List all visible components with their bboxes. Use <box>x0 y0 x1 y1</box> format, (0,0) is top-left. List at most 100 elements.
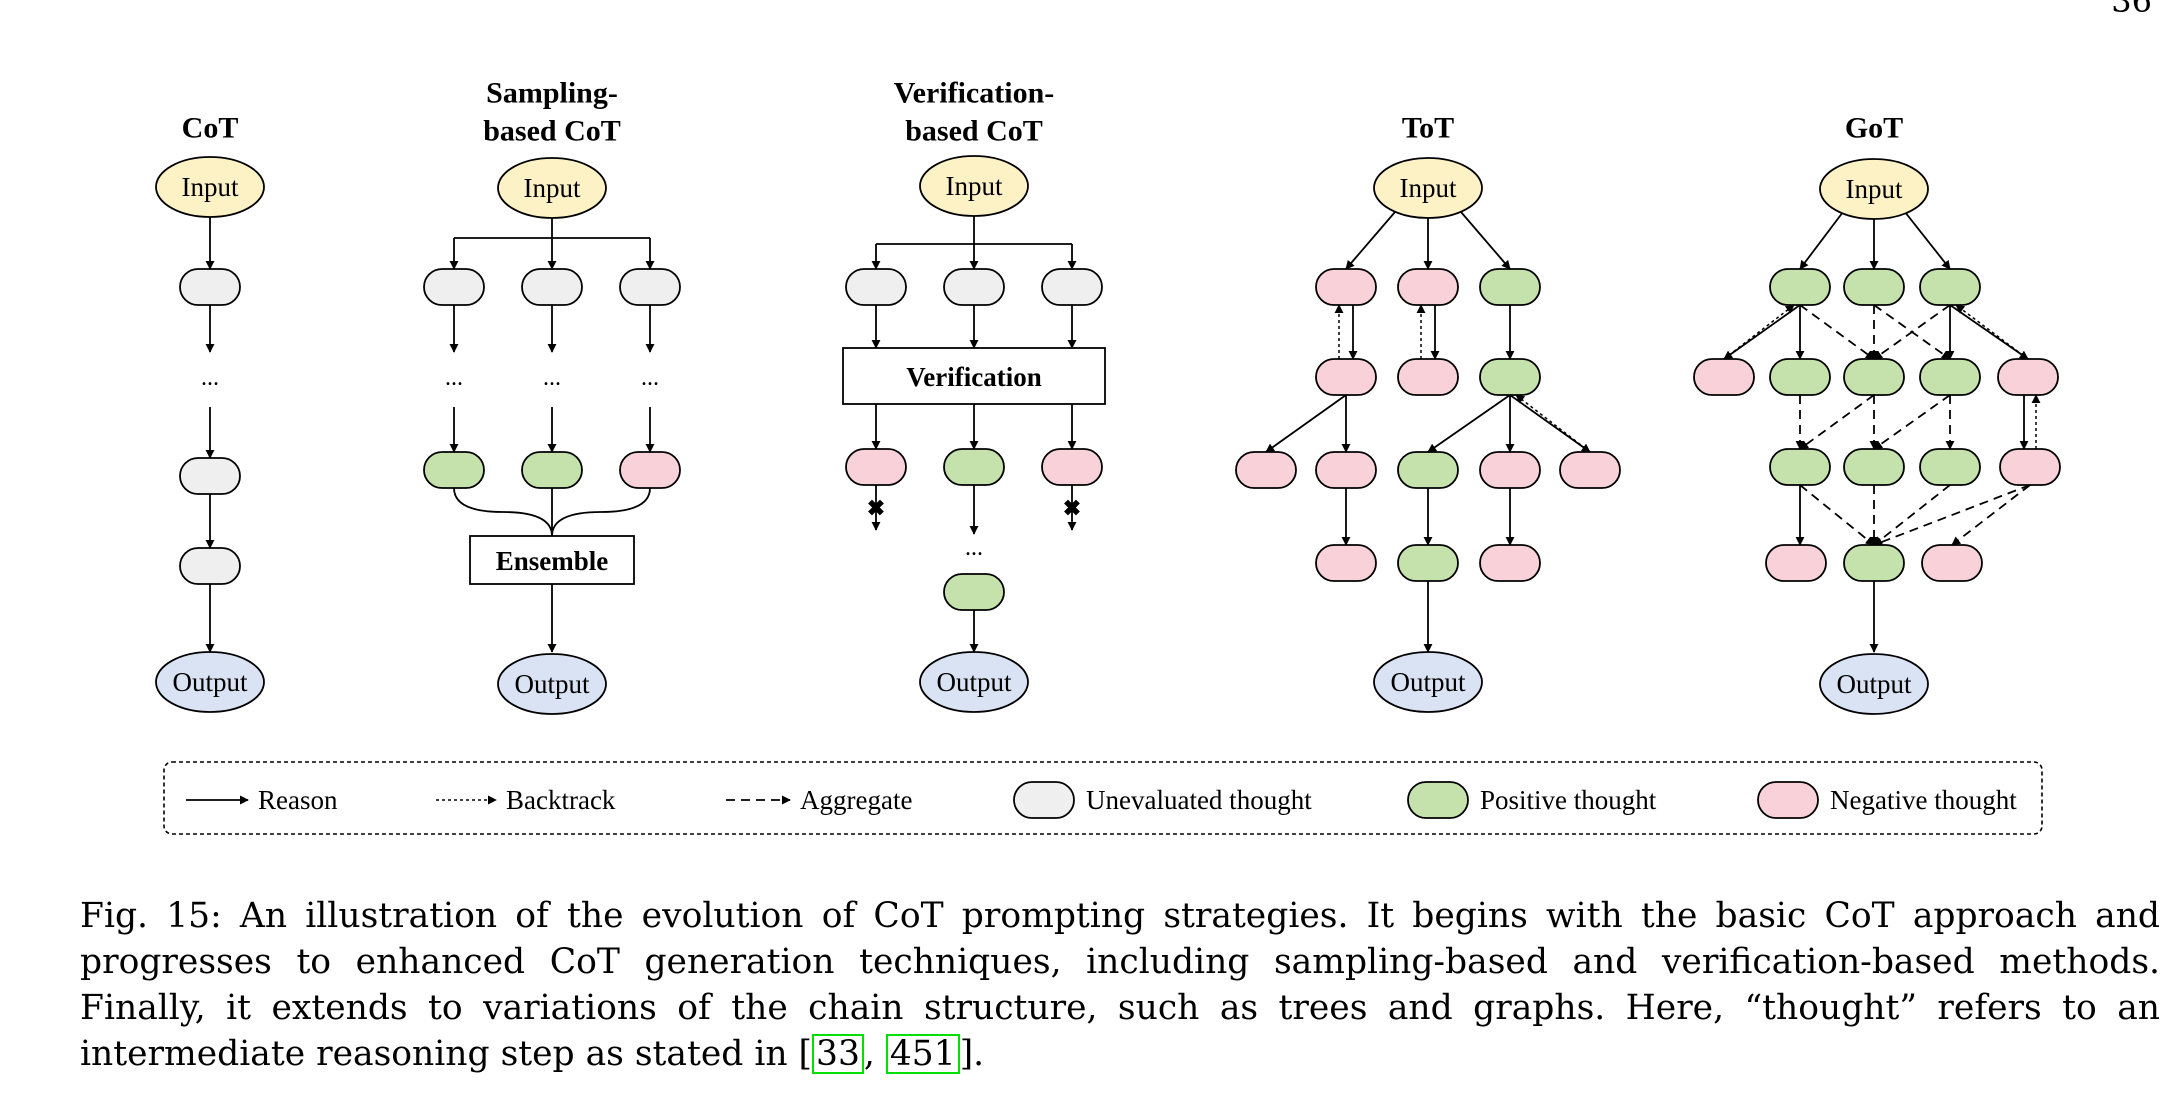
legend-negative-swatch <box>1757 781 1819 819</box>
negative-thought-node <box>1479 544 1541 582</box>
positive-thought-node <box>1843 268 1905 306</box>
ensemble-label: Ensemble <box>496 546 609 576</box>
negative-thought-node <box>1693 358 1755 396</box>
aggregate-arrow <box>1799 484 1875 546</box>
verification-output-label: Output <box>936 667 1012 697</box>
reason-arrow <box>1265 394 1347 453</box>
citation-33[interactable]: 33 <box>812 1034 864 1074</box>
positive-thought-node <box>1769 358 1831 396</box>
verification-input-label: Input <box>946 171 1003 201</box>
negative-thought-node <box>1997 358 2059 396</box>
negative-thought-node <box>1999 448 2061 486</box>
cot-output-label: Output <box>172 667 248 697</box>
citation-451[interactable]: 451 <box>885 1034 960 1074</box>
reason-arrow <box>1949 304 2029 360</box>
got-title: GoT <box>1845 112 1903 145</box>
negative-thought-node <box>1235 451 1297 489</box>
verification-input-node <box>919 155 1029 217</box>
caption-tail: ]. <box>959 1034 985 1074</box>
negative-thought-node <box>619 451 681 489</box>
legend-positive-label: Positive thought <box>1480 785 1657 815</box>
reason-arrow <box>1460 211 1511 270</box>
aggregate-arrow <box>1951 484 2031 546</box>
negative-thought-node <box>1921 544 1983 582</box>
positive-thought-node <box>1843 358 1905 396</box>
aggregate-arrow <box>1873 304 1951 360</box>
legend-reason-label: Reason <box>258 785 338 815</box>
sampling-output-label: Output <box>514 669 590 699</box>
positive-thought-node <box>943 573 1005 611</box>
backtrack-arrow <box>1515 394 1591 453</box>
negative-thought-node <box>845 448 907 486</box>
reject-mark: ✖ <box>867 496 885 521</box>
sampling-title-line-1: Sampling- <box>486 77 618 110</box>
backtrack-arrow <box>1723 304 1795 360</box>
tot-title: ToT <box>1402 112 1454 145</box>
aggregate-arrow <box>1873 484 1951 546</box>
negative-thought-node <box>1397 358 1459 396</box>
got-output-node <box>1819 653 1929 715</box>
aggregate-arrow <box>1799 394 1875 450</box>
cot-title: CoT <box>182 112 239 145</box>
got-input-label: Input <box>1846 174 1903 204</box>
verification-box <box>842 347 1106 405</box>
negative-thought-node <box>1315 544 1377 582</box>
legend-unevaluated-label: Unevaluated thought <box>1086 785 1312 815</box>
aggregate-arrow <box>1873 484 2031 547</box>
negative-thought-node <box>1765 544 1827 582</box>
positive-thought-node <box>1479 358 1541 396</box>
caption-text: Fig. 15: An illustration of the evolutio… <box>80 896 2160 1074</box>
reject-mark: ✖ <box>1063 496 1081 521</box>
legend-unevaluated-swatch <box>1013 781 1075 819</box>
sampling-input-node <box>497 157 607 219</box>
positive-thought-node <box>1843 544 1905 582</box>
verification-label: Verification <box>906 362 1041 392</box>
positive-thought-node <box>521 451 583 489</box>
positive-thought-node <box>1919 358 1981 396</box>
figure-caption: Fig. 15: An illustration of the evolutio… <box>80 893 2160 1077</box>
unevaluated-thought-node <box>423 268 485 306</box>
tot-output-label: Output <box>1390 667 1466 697</box>
reason-arrow <box>1723 304 1801 360</box>
unevaluated-thought-node <box>943 268 1005 306</box>
unevaluated-thought-node <box>1041 268 1103 306</box>
positive-thought-node <box>1769 448 1831 486</box>
unevaluated-thought-node <box>521 268 583 306</box>
sampling-ellipsis: ... <box>445 365 463 391</box>
cot-output-node <box>155 651 265 713</box>
positive-thought-node <box>1919 268 1981 306</box>
reason-arrow <box>1904 211 1951 270</box>
reason-arrow <box>1345 211 1396 270</box>
negative-thought-node <box>1479 451 1541 489</box>
positive-thought-node <box>1397 544 1459 582</box>
reason-arrow <box>1509 394 1591 453</box>
positive-thought-node <box>943 448 1005 486</box>
page-number: 36 <box>2111 0 2152 20</box>
got-output-label: Output <box>1836 669 1912 699</box>
cot-input-node <box>155 156 265 218</box>
reason-arrow <box>1799 211 1844 270</box>
positive-thought-node <box>1397 451 1459 489</box>
tot-input-label: Input <box>1400 173 1457 203</box>
legend-backtrack-label: Backtrack <box>506 785 616 815</box>
ensemble-box <box>469 535 635 585</box>
negative-thought-node <box>1315 358 1377 396</box>
aggregate-arrow <box>1873 394 1951 450</box>
verification-title-line-1: Verification- <box>894 77 1055 110</box>
legend-frame <box>163 761 2043 835</box>
unevaluated-thought-node <box>845 268 907 306</box>
unevaluated-thought-node <box>179 457 241 495</box>
sampling-ellipsis: ... <box>543 365 561 391</box>
negative-thought-node <box>1041 448 1103 486</box>
sampling-output-node <box>497 653 607 715</box>
reason-arrow <box>1427 394 1511 453</box>
aggregate-arrow <box>1799 304 1875 360</box>
positive-thought-node <box>1843 448 1905 486</box>
sampling-input-label: Input <box>524 173 581 203</box>
citation-separator: , <box>863 1034 886 1074</box>
sampling-title-line-2: based CoT <box>483 115 621 148</box>
verification-output-node <box>919 651 1029 713</box>
got-input-node <box>1819 158 1929 220</box>
